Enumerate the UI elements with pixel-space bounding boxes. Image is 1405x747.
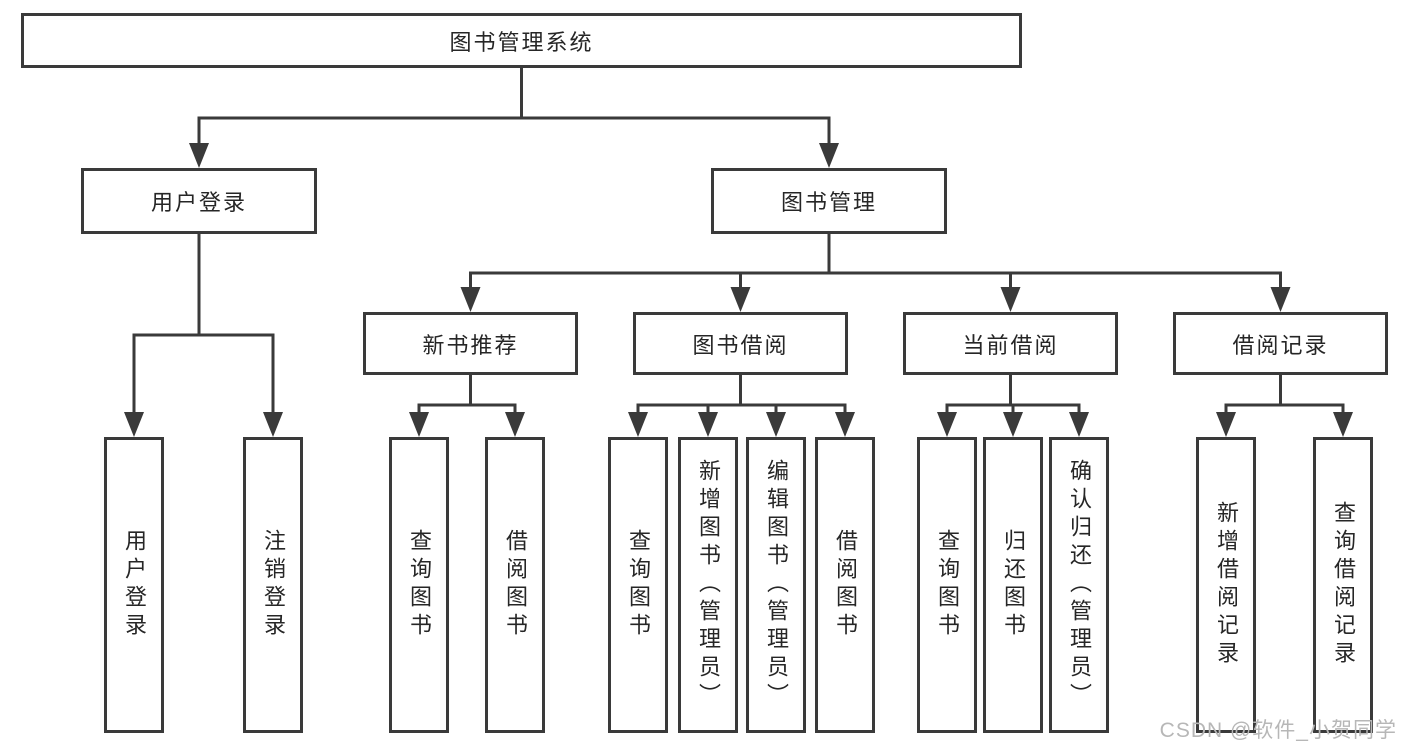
csdn-watermark: CSDN @软件_小贺同学: [1159, 719, 1397, 742]
node-book-management: 图书管理: [711, 168, 947, 234]
leaf-borrowing-borrow-books: 借阅图书: [815, 437, 875, 733]
leaf-query-borrow-record: 查询借阅记录: [1313, 437, 1373, 733]
leaf-add-books-admin-label: 新增图书（管理员）: [696, 459, 721, 711]
node-book-management-label: 图书管理: [780, 190, 877, 215]
leaf-confirm-return-admin: 确认归还（管理员）: [1049, 437, 1109, 733]
node-root-label: 图书管理系统: [449, 29, 594, 55]
leaf-borrowing-query-books-label: 查询图书: [626, 529, 651, 641]
leaf-borrowing-query-books: 查询图书: [608, 437, 668, 733]
leaf-newbooks-borrow-books-label: 借阅图书: [503, 529, 528, 641]
node-user-login: 用户登录: [81, 168, 317, 234]
leaf-logout: 注销登录: [243, 437, 303, 733]
leaf-add-books-admin: 新增图书（管理员）: [678, 437, 738, 733]
leaf-borrowing-borrow-books-label: 借阅图书: [833, 529, 858, 641]
leaf-logout-label: 注销登录: [261, 529, 286, 641]
leaf-user-login-label: 用户登录: [122, 529, 147, 641]
leaf-newbooks-query-books: 查询图书: [389, 437, 449, 733]
leaf-newbooks-query-books-label: 查询图书: [407, 529, 432, 641]
leaf-return-books-label: 归还图书: [1001, 529, 1026, 641]
node-book-borrowing-label: 图书借阅: [692, 332, 789, 358]
node-current-borrowing-label: 当前借阅: [962, 332, 1059, 358]
node-user-login-label: 用户登录: [150, 190, 247, 215]
leaf-current-query-books-label: 查询图书: [935, 529, 960, 641]
leaf-query-borrow-record-label: 查询借阅记录: [1331, 501, 1356, 669]
leaf-edit-books-admin-label: 编辑图书（管理员）: [764, 459, 789, 711]
node-new-book-recommend: 新书推荐: [363, 312, 578, 375]
leaf-newbooks-borrow-books: 借阅图书: [485, 437, 545, 733]
leaf-edit-books-admin: 编辑图书（管理员）: [746, 437, 806, 733]
leaf-return-books: 归还图书: [983, 437, 1043, 733]
leaf-user-login: 用户登录: [104, 437, 164, 733]
node-root: 图书管理系统: [21, 13, 1022, 68]
node-new-book-recommend-label: 新书推荐: [422, 332, 519, 358]
node-borrow-records: 借阅记录: [1173, 312, 1388, 375]
leaf-confirm-return-admin-label: 确认归还（管理员）: [1067, 459, 1092, 711]
node-borrow-records-label: 借阅记录: [1232, 332, 1329, 358]
node-book-borrowing: 图书借阅: [633, 312, 848, 375]
leaf-add-borrow-record-label: 新增借阅记录: [1214, 501, 1239, 669]
node-current-borrowing: 当前借阅: [903, 312, 1118, 375]
leaf-current-query-books: 查询图书: [917, 437, 977, 733]
leaf-add-borrow-record: 新增借阅记录: [1196, 437, 1256, 733]
